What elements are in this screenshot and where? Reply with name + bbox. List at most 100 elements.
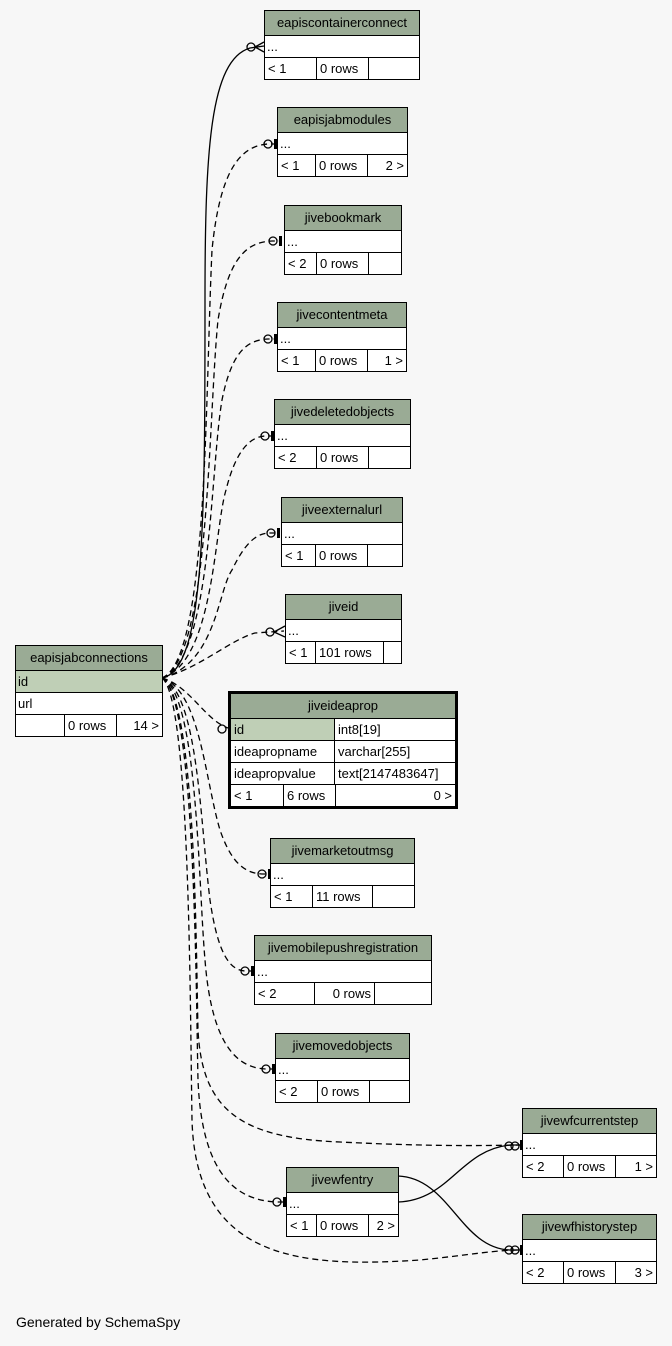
column-id: id	[16, 671, 162, 693]
parents-count: < 2	[523, 1156, 564, 1177]
children-count	[369, 253, 401, 274]
table-footer: < 2 0 rows	[275, 447, 410, 468]
table-footer: < 1 0 rows	[265, 58, 419, 79]
children-count: 0 >	[433, 788, 452, 803]
children-count: 3 >	[634, 1265, 653, 1280]
table-name: jiveexternalurl	[282, 498, 402, 523]
edge-eapisjabmodules	[161, 143, 276, 679]
children-count: 1 >	[634, 1159, 653, 1174]
row-count: 6 rows	[284, 785, 336, 806]
table-name: jivedeletedobjects	[275, 400, 410, 425]
table-name: jivewfentry	[287, 1168, 398, 1193]
marker-jivecontentmeta	[263, 334, 273, 344]
row-count: 0 rows	[65, 715, 117, 736]
marker-jiveexternalurl	[266, 528, 276, 538]
edge-jivewfhistorystep	[161, 677, 521, 1263]
parents-count: < 2	[275, 447, 317, 468]
edge-jivemarketoutmsg	[161, 677, 270, 875]
parents-count: < 2	[276, 1081, 318, 1102]
parents-count: < 1	[265, 58, 317, 79]
parents-count: < 1	[282, 545, 316, 566]
edge-jiveexternalurl	[161, 532, 280, 679]
edge-jivewfentry-historystep	[397, 1175, 520, 1251]
columns-ellipsis: ...	[278, 328, 406, 350]
edge-jivemovedobjects	[161, 677, 274, 1070]
columns-ellipsis: ...	[286, 620, 401, 642]
columns-ellipsis: ...	[265, 36, 419, 58]
table-jivedeletedobjects[interactable]: jivedeletedobjects ... < 2 0 rows	[274, 399, 411, 469]
table-jivewfcurrentstep[interactable]: jivewfcurrentstep ... < 2 0 rows 1 >	[522, 1108, 657, 1178]
row-count: 0 rows	[317, 58, 369, 79]
table-footer: < 2 0 rows	[285, 253, 401, 274]
table-jiveideaprop[interactable]: jiveideaprop id int8[19] ideapropname va…	[228, 691, 458, 809]
column-name: id	[231, 719, 335, 740]
children-count	[370, 1081, 409, 1102]
table-jiveexternalurl[interactable]: jiveexternalurl ... < 1 0 rows	[281, 497, 403, 567]
table-name: jivemovedobjects	[276, 1034, 409, 1059]
marker-jivewfhistorystep-b	[510, 1245, 520, 1255]
marker-jivedeletedobjects	[260, 431, 270, 441]
columns-ellipsis: ...	[523, 1240, 656, 1262]
marker-jivewfcurrentstep-b	[510, 1141, 520, 1151]
children-count: 2 >	[385, 158, 404, 173]
table-name: jivewfhistorystep	[523, 1215, 656, 1240]
edge-jivewfcurrentstep	[161, 677, 521, 1147]
parents-count	[16, 715, 65, 736]
edge-jiveid	[161, 630, 285, 679]
table-eapiscontainerconnect[interactable]: eapiscontainerconnect ... < 1 0 rows	[264, 10, 420, 80]
table-jivemobilepushregistration[interactable]: jivemobilepushregistration ... < 2 0 row…	[254, 935, 432, 1005]
row-count: 0 rows	[315, 983, 375, 1004]
parents-count: < 1	[286, 642, 316, 663]
children-count	[373, 886, 414, 907]
column-row: id int8[19]	[231, 719, 455, 741]
table-jivecontentmeta[interactable]: jivecontentmeta ... < 1 0 rows 1 >	[277, 302, 407, 372]
columns-ellipsis: ...	[285, 231, 401, 253]
column-row: ideapropname varchar[255]	[231, 741, 455, 763]
table-footer: < 2 0 rows 1 >	[523, 1156, 656, 1177]
children-count: 1 >	[384, 353, 403, 368]
columns-ellipsis: ...	[271, 864, 414, 886]
children-count	[369, 447, 410, 468]
columns-ellipsis: ...	[255, 961, 431, 983]
children-count	[369, 58, 419, 79]
children-count: 14 >	[133, 718, 159, 733]
table-jivebookmark[interactable]: jivebookmark ... < 2 0 rows	[284, 205, 402, 275]
table-footer: < 1 0 rows 2 >	[278, 155, 407, 176]
column-type: text[2147483647]	[338, 766, 439, 781]
table-jiveid[interactable]: jiveid ... < 1 101 rows	[285, 594, 402, 664]
column-type: varchar[255]	[338, 744, 411, 759]
column-url: url	[16, 693, 162, 715]
table-eapisjabconnections[interactable]: eapisjabconnections id url 0 rows 14 >	[15, 645, 163, 737]
table-eapisjabmodules[interactable]: eapisjabmodules ... < 1 0 rows 2 >	[277, 107, 408, 177]
columns-ellipsis: ...	[276, 1059, 409, 1081]
column-type: int8[19]	[338, 722, 381, 737]
edge-jivewfentry	[161, 677, 285, 1203]
table-footer: < 1 6 rows 0 >	[231, 785, 455, 806]
parents-count: < 2	[523, 1262, 564, 1283]
column-name: ideapropvalue	[231, 763, 335, 784]
table-jivewfhistorystep[interactable]: jivewfhistorystep ... < 2 0 rows 3 >	[522, 1214, 657, 1284]
table-jivemarketoutmsg[interactable]: jivemarketoutmsg ... < 1 11 rows	[270, 838, 415, 908]
table-jivemovedobjects[interactable]: jivemovedobjects ... < 2 0 rows	[275, 1033, 410, 1103]
table-footer: < 2 0 rows 3 >	[523, 1262, 656, 1283]
columns-ellipsis: ...	[523, 1134, 656, 1156]
row-count: 101 rows	[316, 642, 384, 663]
marker-jivemarketoutmsg	[257, 869, 267, 879]
parents-count: < 1	[271, 886, 313, 907]
marker-jivewfcurrentstep-a	[504, 1141, 514, 1151]
table-name: jivewfcurrentstep	[523, 1109, 656, 1134]
parents-count: < 1	[278, 350, 316, 371]
edge-jivedeletedobjects	[161, 435, 273, 679]
marker-jivemovedobjects	[261, 1064, 271, 1074]
table-name: jiveid	[286, 595, 401, 620]
marker-jivemobilepushregistration	[240, 966, 250, 976]
table-name: jivemarketoutmsg	[271, 839, 414, 864]
marker-jivewfhistorystep-a	[504, 1245, 514, 1255]
table-footer: < 2 0 rows	[255, 983, 431, 1004]
edge-jivemobilepushregistration	[161, 677, 254, 972]
table-jivewfentry[interactable]: jivewfentry ... < 1 0 rows 2 >	[286, 1167, 399, 1237]
parents-count: < 2	[285, 253, 317, 274]
column-row: ideapropvalue text[2147483647]	[231, 763, 455, 785]
marker-eapisjabmodules	[263, 139, 273, 149]
row-count: 0 rows	[317, 253, 369, 274]
